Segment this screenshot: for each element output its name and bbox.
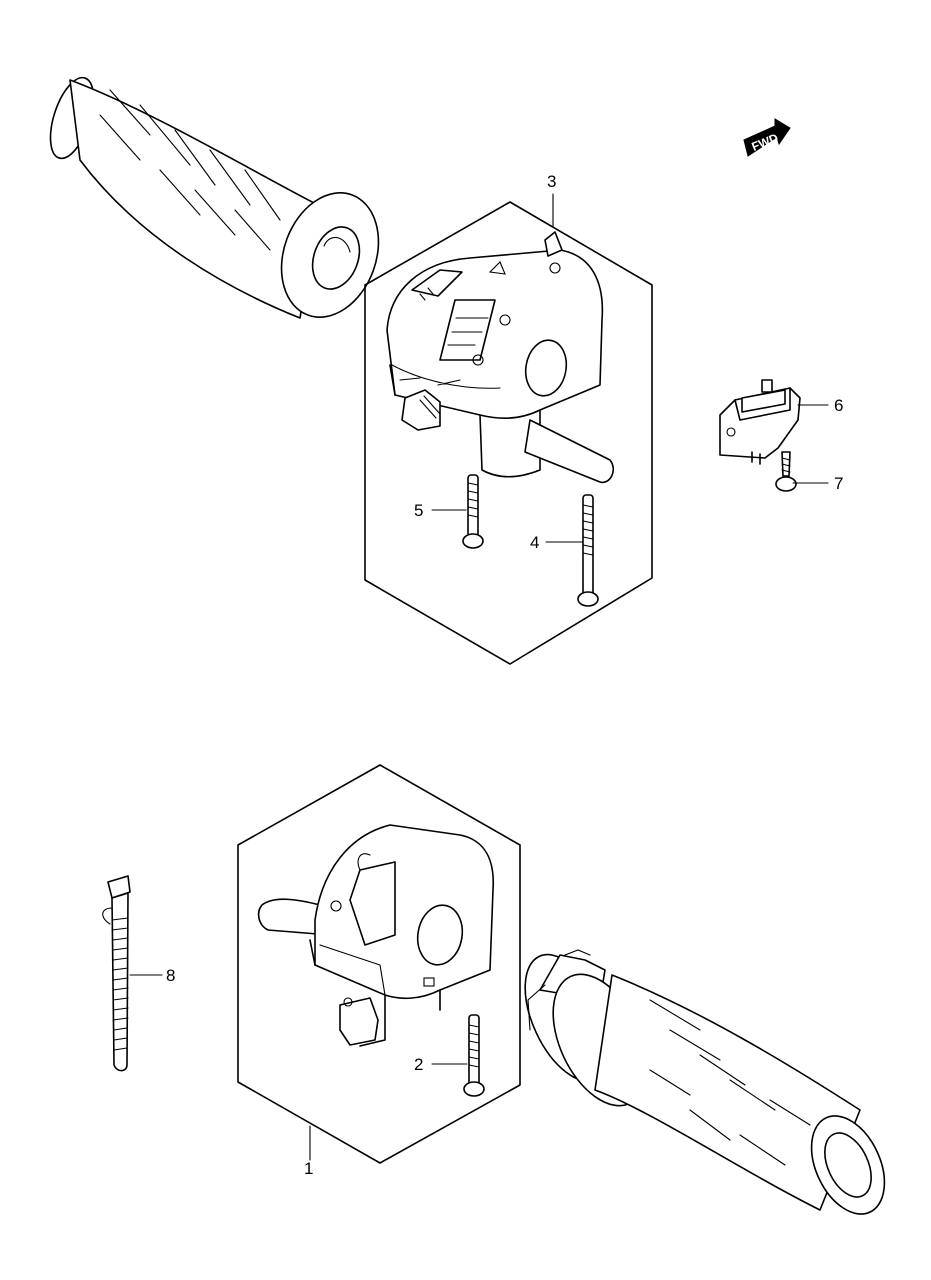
callouts: 3 5 4 6 7 8 2 1 xyxy=(166,172,843,1178)
assembly-box-part-1 xyxy=(237,764,521,1164)
leader-lines xyxy=(129,193,829,1161)
screw-part-7 xyxy=(775,451,797,492)
fwd-arrow-icon: FWD xyxy=(743,118,791,157)
switch-block-part-6 xyxy=(719,379,801,465)
callout-part-5: 5 xyxy=(414,501,423,520)
assembly-box-part-3 xyxy=(364,201,653,665)
fwd-label: FWD xyxy=(750,131,781,154)
callout-part-3: 3 xyxy=(547,172,556,191)
left-handlebar-switch xyxy=(257,824,495,1047)
right-handlebar-switch xyxy=(386,231,615,484)
right-throttle-grip xyxy=(524,949,886,1215)
callout-part-8: 8 xyxy=(166,966,175,985)
callout-part-1: 1 xyxy=(304,1159,313,1178)
screw-part-2 xyxy=(463,1014,485,1097)
cable-tie-part-8 xyxy=(102,875,131,1072)
callout-part-4: 4 xyxy=(530,533,539,552)
screw-part-5 xyxy=(462,474,484,549)
screw-part-4 xyxy=(577,494,599,607)
left-grip xyxy=(49,76,380,319)
callout-part-2: 2 xyxy=(414,1055,423,1074)
callout-part-7: 7 xyxy=(834,474,843,493)
callout-part-6: 6 xyxy=(834,396,843,415)
